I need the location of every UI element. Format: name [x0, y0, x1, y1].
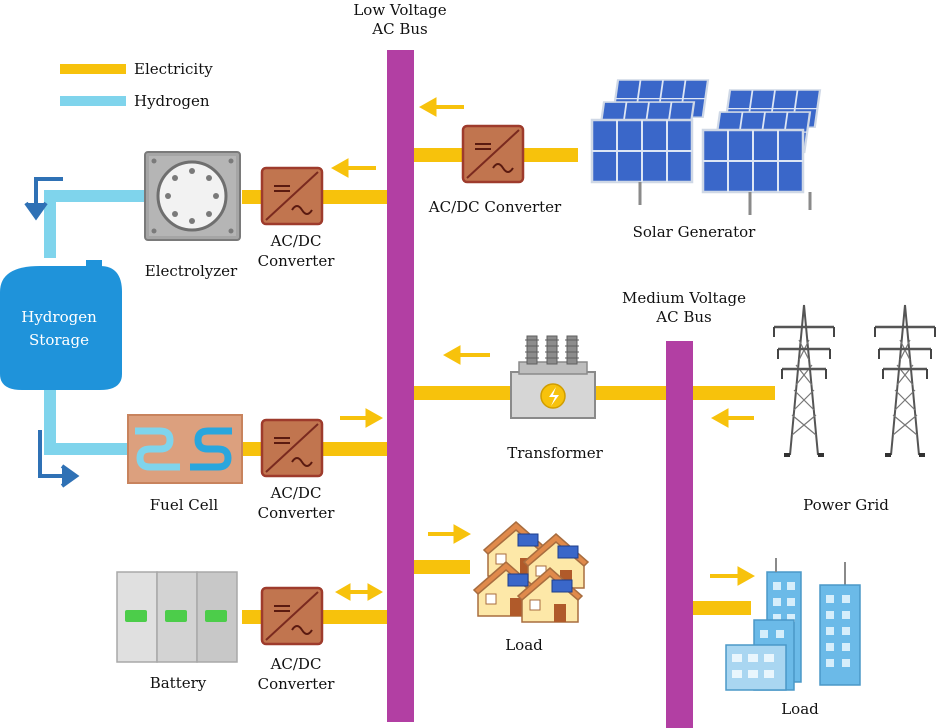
electrolyzer-label: Electrolyzer — [145, 262, 238, 280]
medium-voltage-bus — [666, 341, 693, 728]
low-voltage-bus-label-line1: Low Voltage — [353, 1, 446, 19]
hydrogen-line-fuel-cell — [44, 390, 135, 455]
house-icon — [473, 521, 589, 623]
solar-generator-label: Solar Generator — [633, 223, 757, 241]
medium-voltage-bus-label-line2: AC Bus — [655, 308, 711, 326]
arrow-icon — [24, 177, 63, 221]
arrow-icon — [428, 524, 472, 544]
acdc-converter-icon — [461, 124, 525, 184]
electrolyzer-icon — [144, 151, 241, 241]
hydrogen-storage-tank — [0, 260, 122, 390]
medium-voltage-bus-label-line1: Medium Voltage — [622, 289, 746, 307]
converter-electrolyzer-label-line1: AC/DC — [270, 232, 322, 250]
hydrogen-line-electrolyzer — [44, 190, 145, 258]
power-grid-label: Power Grid — [803, 496, 889, 514]
power-tower-icon — [772, 303, 836, 457]
converter-battery-label-line1: AC/DC — [270, 655, 322, 673]
low-voltage-bus-label-line2: AC Bus — [371, 20, 427, 38]
arrow-icon — [442, 345, 490, 365]
transformer-icon — [510, 335, 596, 419]
converter-battery-label-line2: Converter — [258, 675, 336, 693]
arrow-icon — [710, 408, 754, 428]
hydrogen-storage-label-line1: Hydrogen — [21, 308, 97, 326]
arrow-icon — [330, 158, 376, 178]
converter-fuel-cell-label-line1: AC/DC — [270, 484, 322, 502]
legend-electricity-swatch — [60, 64, 126, 74]
solar-converter-label: AC/DC Converter — [428, 198, 562, 216]
acdc-converter-icon — [260, 166, 324, 226]
solar-panel-icon — [590, 78, 822, 215]
arrow-icon — [38, 430, 80, 488]
fuel-cell-icon — [127, 414, 243, 484]
transformer-label: Transformer — [507, 444, 603, 462]
fuel-cell-label: Fuel Cell — [150, 496, 219, 514]
legend-hydrogen-label: Hydrogen — [134, 92, 210, 110]
building-icon — [725, 558, 861, 691]
arrow-icon — [710, 566, 756, 586]
line-house-load — [414, 560, 470, 574]
line-building-load — [693, 601, 751, 615]
line-grid — [693, 386, 775, 400]
acdc-converter-icon — [260, 418, 324, 478]
battery-icon — [116, 571, 238, 663]
building-load-label: Load — [781, 700, 819, 718]
legend-hydrogen-swatch — [60, 96, 126, 106]
legend-electricity-label: Electricity — [134, 60, 213, 78]
low-voltage-bus — [387, 50, 414, 722]
arrow-icon — [340, 408, 384, 428]
arrow-icon — [418, 97, 464, 117]
converter-fuel-cell-label-line2: Converter — [258, 504, 336, 522]
hydrogen-storage-label-line2: Storage — [29, 331, 89, 349]
battery-label: Battery — [150, 674, 207, 692]
acdc-converter-icon — [260, 586, 324, 646]
power-tower-icon — [873, 303, 937, 457]
arrow-icon — [334, 583, 384, 601]
house-load-label: Load — [505, 636, 543, 654]
converter-electrolyzer-label-line2: Converter — [258, 252, 336, 270]
